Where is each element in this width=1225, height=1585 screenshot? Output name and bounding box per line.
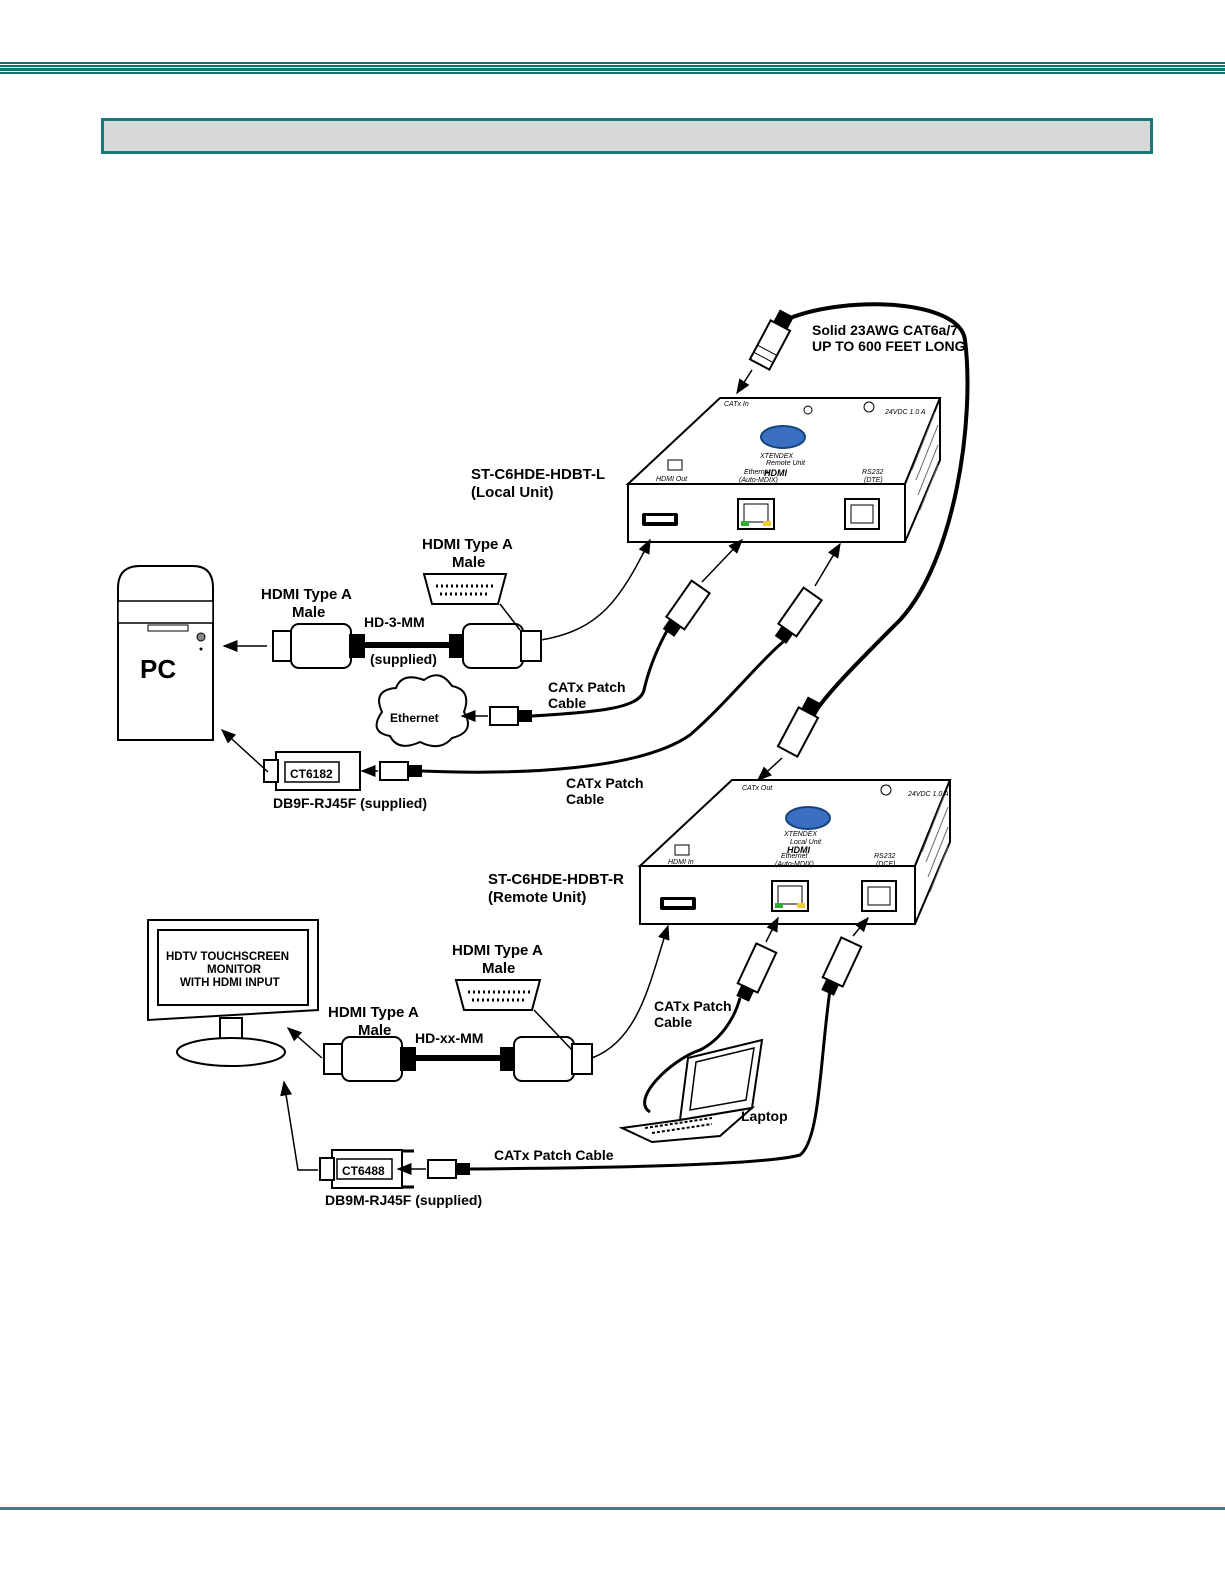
rj45-plug-icon (379, 761, 422, 781)
laptop-icon (618, 1038, 764, 1144)
remote-unit: XTENDEX Local Unit HDMI HDMI In Ethernet… (637, 779, 952, 925)
remote-brand-sub: Local Unit (790, 839, 822, 846)
monitor-icon (147, 919, 319, 1067)
bottom-hdmi-left-line1: HDMI Type A (328, 1004, 419, 1021)
hdmi-pinout-icon (454, 979, 573, 1051)
brand-logo (785, 806, 831, 830)
rj45-plug-icon (736, 942, 778, 1002)
trunk-cable-line2: UP TO 600 FEET LONG (812, 338, 966, 354)
adapter-top-desc: DB9F-RJ45F (supplied) (273, 795, 427, 811)
remote-rear-catx: CATx Out (742, 785, 773, 792)
db9-adapter-icon (263, 751, 361, 791)
rj45-plug-icon (748, 309, 794, 371)
rj45-plug-icon (776, 696, 822, 758)
local-port-ethernet: Ethernet (744, 469, 772, 476)
brand-logo (760, 425, 806, 449)
local-brand: XTENDEX (759, 453, 793, 460)
remote-unit-model: ST-C6HDE-HDBT-R (488, 871, 624, 888)
bottom-catx-1-line1: CATx Patch (654, 998, 732, 1014)
bottom-hdmi-right-line1: HDMI Type A (452, 942, 543, 959)
remote-rear-power: 24VDC 1.0 A (907, 791, 949, 798)
remote-port-hdmi: HDMI In (668, 859, 694, 866)
ethernet-cloud-label: Ethernet (390, 711, 439, 725)
local-port-serial: RS232 (862, 469, 884, 476)
top-hdmi-right-line2: Male (452, 554, 485, 571)
monitor-line3: WITH HDMI INPUT (180, 977, 280, 989)
local-unit-model: ST-C6HDE-HDBT-L (471, 466, 605, 483)
top-hdmi-right-line1: HDMI Type A (422, 536, 513, 553)
header-rule (0, 62, 1225, 74)
hdmi-pinout-icon (422, 573, 521, 631)
top-catx-2-line2: Cable (566, 791, 604, 807)
bottom-hdmi-right-line2: Male (482, 960, 515, 977)
rj45-plug-icon (489, 706, 532, 726)
top-catx-1-line1: CATx Patch (548, 679, 626, 695)
top-hdmi-cable (222, 623, 542, 669)
pc-tower-icon (117, 565, 214, 741)
pc-label: PC (140, 654, 176, 684)
remote-port-ethernet: Ethernet (781, 853, 809, 860)
rj45-plug-icon (821, 936, 863, 996)
remote-port-serial-sub: (DCE) (876, 861, 895, 868)
section-title-box (101, 118, 1153, 154)
adapter-top-part: CT6182 (290, 767, 333, 781)
top-hdmi-cable-note: (supplied) (370, 651, 437, 667)
remote-hdmi-logo: HDMI (787, 845, 810, 855)
remote-port-serial: RS232 (874, 853, 896, 860)
remote-port-ethernet-sub: (Auto-MDIX) (775, 861, 814, 868)
top-hdmi-left-line2: Male (292, 604, 325, 621)
bottom-hdmi-left-line2: Male (358, 1022, 391, 1039)
rj45-plug-icon (662, 579, 712, 637)
local-brand-sub: Remote Unit (766, 460, 806, 467)
bottom-hdmi-cable: HD-xx-MM (415, 1030, 483, 1046)
local-port-ethernet-sub: (Auto-MDIX) (739, 477, 778, 484)
local-port-serial-sub: (DTE) (864, 477, 883, 484)
laptop-label: Laptop (741, 1108, 788, 1124)
adapter-bottom-part: CT6488 (342, 1164, 385, 1178)
monitor-icon (674, 844, 690, 856)
local-rear-power: 24VDC 1.0 A (884, 409, 926, 416)
top-catx-1-line2: Cable (548, 695, 586, 711)
monitor-line2: MONITOR (207, 964, 262, 976)
local-unit: XTENDEX Remote Unit HDMI HDMI Out Ethern… (625, 397, 942, 543)
local-port-hdmi: HDMI Out (656, 476, 688, 483)
remote-unit-role: (Remote Unit) (488, 889, 586, 906)
rj45-plug-icon (774, 586, 824, 644)
local-hdmi-logo: HDMI (764, 468, 787, 478)
trunk-cable (789, 302, 970, 714)
db9-adapter-icon (319, 1149, 414, 1189)
top-catx-2-line1: CATx Patch (566, 775, 644, 791)
bottom-hdmi-cable (286, 1027, 593, 1082)
top-hdmi-cable: HD-3-MM (364, 614, 425, 630)
monitor-icon (667, 459, 683, 471)
local-unit-role: (Local Unit) (471, 484, 554, 501)
rj45-plug-icon (427, 1159, 470, 1179)
remote-brand: XTENDEX (783, 831, 817, 838)
monitor-line1: HDTV TOUCHSCREEN (166, 951, 289, 963)
adapter-bottom-desc: DB9M-RJ45F (supplied) (325, 1192, 482, 1208)
bottom-catx-1-line2: Cable (654, 1014, 692, 1030)
bottom-catx-2-label: CATx Patch Cable (494, 1147, 614, 1163)
local-rear-catx: CATx In (724, 401, 749, 408)
footer-rule (0, 1507, 1225, 1510)
trunk-cable-line1: Solid 23AWG CAT6a/7 (812, 322, 958, 338)
top-hdmi-left-line1: HDMI Type A (261, 586, 352, 603)
